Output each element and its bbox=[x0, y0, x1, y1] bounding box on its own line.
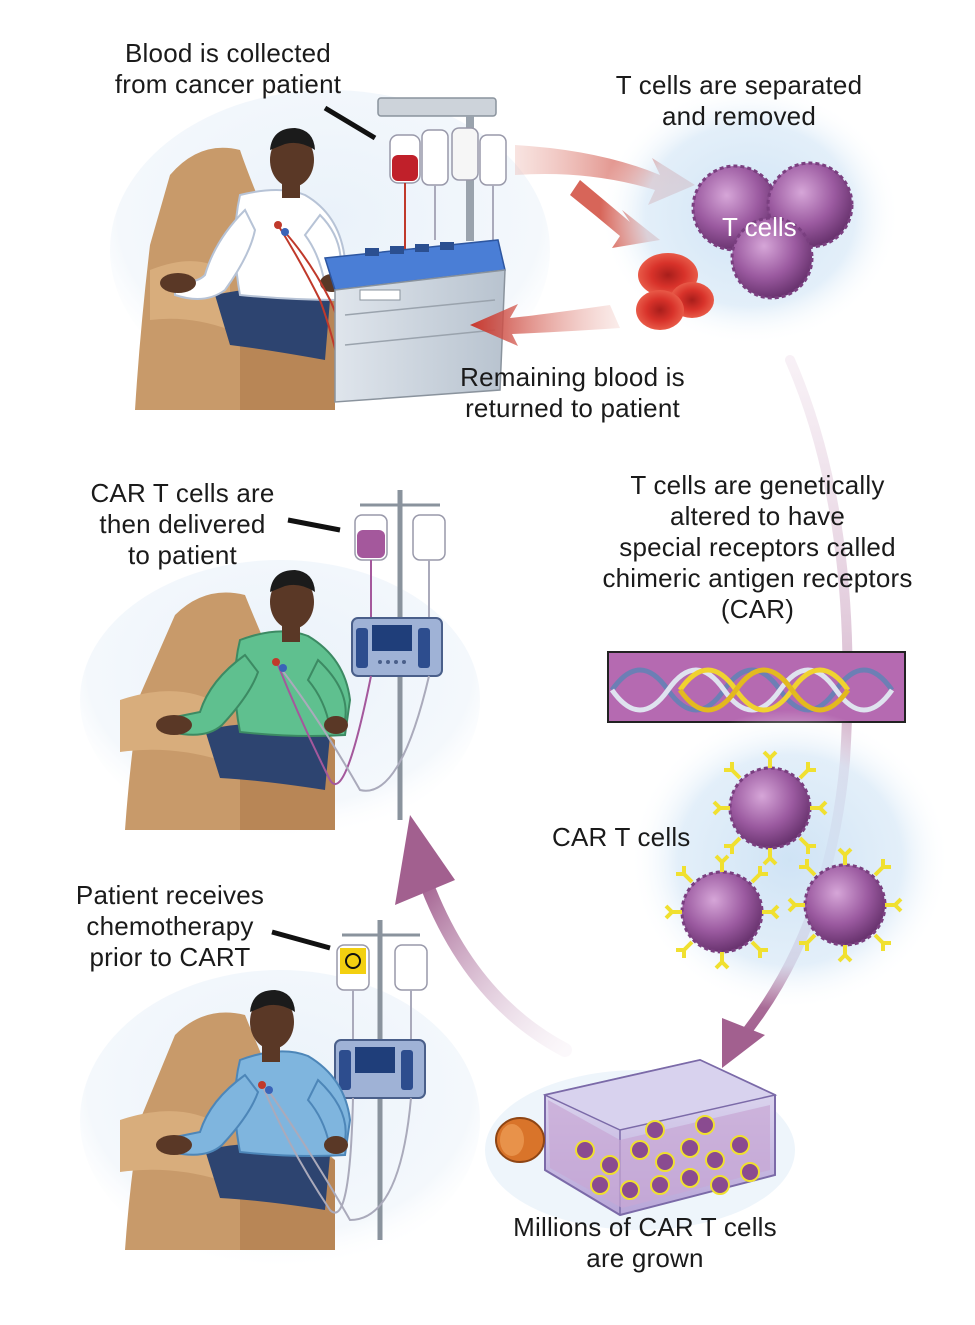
separated-cells bbox=[600, 85, 900, 345]
dna-band bbox=[607, 651, 906, 723]
label-chemotherapy: Patient receives chemotherapy prior to C… bbox=[75, 880, 265, 972]
culture-flask bbox=[485, 1058, 795, 1230]
car-t-cell-cluster bbox=[630, 710, 950, 1010]
red-blood-cells bbox=[636, 253, 714, 330]
label-genetically-altered: T cells are genetically altered to have … bbox=[602, 470, 913, 624]
label-car-delivered: CAR T cells are then delivered to patien… bbox=[90, 478, 275, 570]
biohazard-icon bbox=[340, 948, 366, 974]
label-car-t-cells: CAR T cells bbox=[552, 822, 691, 852]
car-t-cell bbox=[787, 847, 903, 963]
pointer-line bbox=[323, 105, 377, 141]
patient-head bbox=[270, 133, 314, 187]
infusion-pump bbox=[351, 617, 443, 677]
scene-chemotherapy bbox=[80, 920, 480, 1270]
scene-blood-collection bbox=[110, 90, 550, 410]
flask-cap bbox=[495, 1117, 545, 1163]
blood-bag bbox=[392, 155, 418, 181]
t-cell bbox=[730, 216, 814, 300]
t-cells-tag: T cells bbox=[722, 212, 797, 242]
infusion-pump bbox=[334, 1039, 426, 1099]
arrow-to-t-cells bbox=[515, 145, 695, 205]
car-t-cell bbox=[712, 750, 828, 866]
apheresis-machine bbox=[324, 97, 507, 403]
arrow-return-blood bbox=[470, 304, 620, 346]
label-millions-grown: Millions of CAR T cells are grown bbox=[513, 1212, 777, 1273]
scene-car-t-delivery bbox=[80, 490, 480, 840]
car-t-bag bbox=[357, 530, 385, 558]
label-blood-collected: Blood is collected from cancer patient bbox=[114, 38, 342, 99]
label-remaining-blood: Remaining blood is returned to patient bbox=[460, 362, 685, 423]
car-t-cell bbox=[664, 854, 780, 970]
pants bbox=[215, 288, 330, 360]
arrow-to-delivery bbox=[418, 873, 572, 1057]
label-t-cells-separated: T cells are separated and removed bbox=[615, 70, 863, 131]
